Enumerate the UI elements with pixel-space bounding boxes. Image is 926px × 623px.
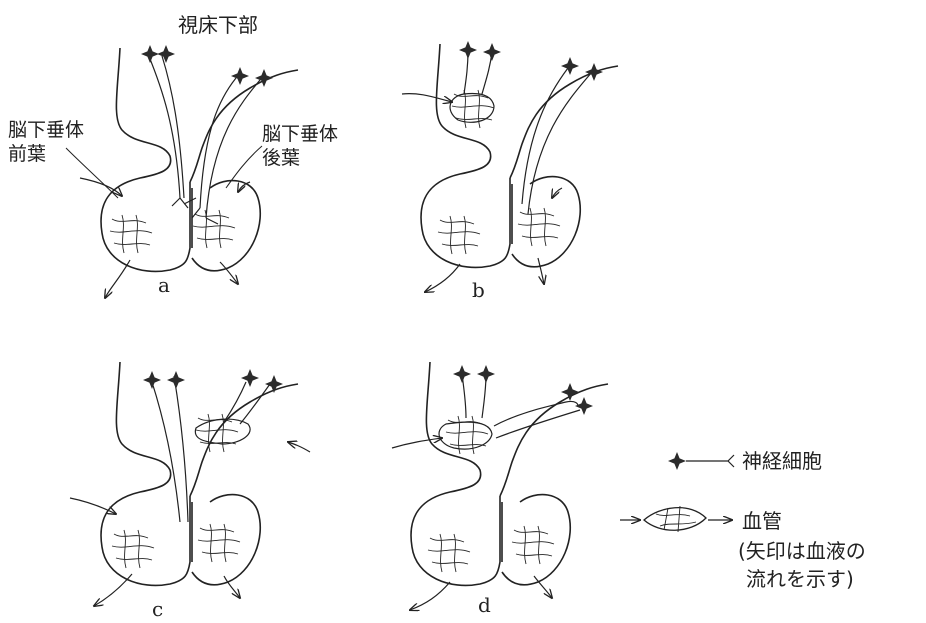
legend: 神経細胞 血管 (矢印は血液の 流れを示す) [620, 449, 866, 591]
panel-label-a: a [158, 273, 170, 297]
label-posterior-pituitary-2: 後葉 [262, 147, 300, 169]
label-posterior-pituitary-1: 脳下垂体 [262, 123, 338, 145]
label-hypothalamus: 視床下部 [178, 13, 258, 37]
legend-note-line1: (矢印は血液の [738, 539, 866, 563]
legend-note-line2: 流れを示す) [746, 567, 854, 591]
label-anterior-pituitary-2: 前葉 [8, 143, 46, 165]
panel-label-c: c [152, 597, 163, 621]
panel-label-b: b [472, 278, 485, 302]
neuron-legend-icon [668, 452, 734, 470]
panel-d [392, 362, 608, 610]
legend-vessel-label: 血管 [742, 509, 782, 533]
panel-a [80, 45, 298, 298]
panel-c [70, 362, 310, 606]
legend-neuron-label: 神経細胞 [742, 449, 822, 473]
vessel-legend-icon [620, 506, 732, 532]
label-anterior-pituitary-1: 脳下垂体 [8, 119, 84, 141]
leader-posterior [226, 146, 262, 188]
leader-anterior [66, 148, 118, 198]
panel-b [402, 41, 618, 292]
panel-label-d: d [478, 593, 491, 617]
